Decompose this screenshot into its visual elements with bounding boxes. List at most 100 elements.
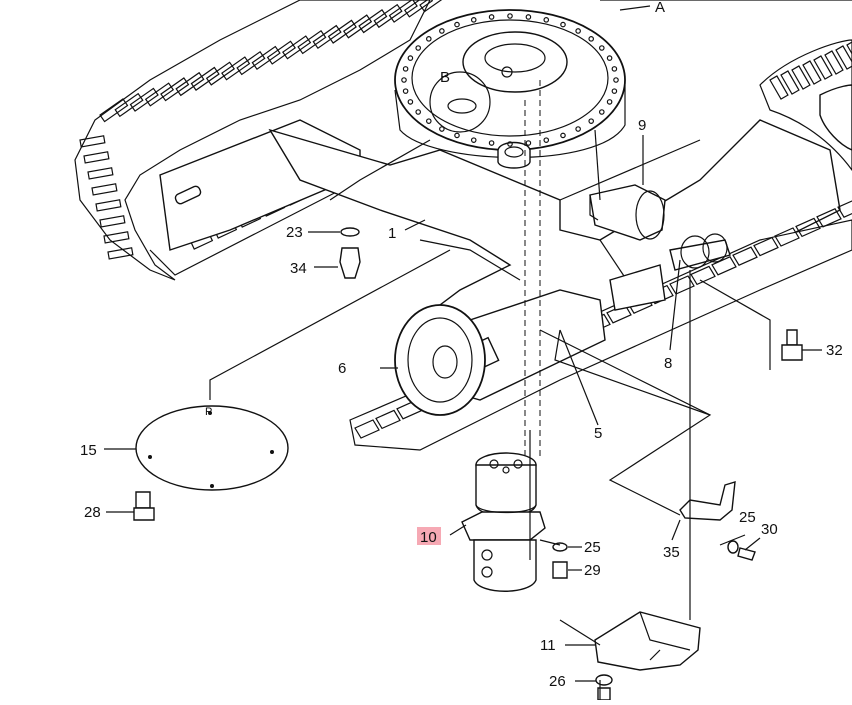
- bolt-hole: [507, 141, 513, 147]
- bolt-hole: [611, 88, 618, 94]
- track-shoe: [107, 247, 134, 260]
- track-shoe: [791, 65, 811, 90]
- label-5: 5: [594, 425, 602, 442]
- track-shoe: [780, 70, 800, 95]
- bolt-hole: [402, 88, 409, 94]
- bolt-hole: [488, 14, 495, 20]
- label-1: 1: [388, 225, 396, 242]
- callout-labels: 1 5 6 8 9 10 11 15 23 25 25 26 28 29 30 …: [80, 117, 843, 690]
- track-shoe: [711, 256, 737, 276]
- bolt-hole: [415, 45, 422, 51]
- cover-mark: P: [205, 406, 212, 418]
- right-track-assembly: [759, 39, 852, 172]
- bolt-hole: [525, 14, 532, 20]
- label-23: 23: [286, 224, 303, 241]
- bolt-hole: [415, 109, 422, 115]
- center-joint: [461, 452, 546, 592]
- label-28: 28: [84, 504, 101, 521]
- track-shoe: [669, 275, 695, 295]
- label-30: 30: [761, 521, 778, 538]
- label-9: 9: [638, 117, 646, 134]
- track-shoe: [99, 98, 129, 123]
- cover-plate: P: [135, 405, 289, 491]
- track-shoe: [774, 227, 800, 247]
- track-shoe: [837, 200, 852, 218]
- bolt-hole: [407, 55, 414, 61]
- bracket-35: [679, 481, 736, 521]
- label-32: 32: [826, 342, 843, 359]
- travel-motor: [589, 184, 666, 241]
- idler-wheel: [394, 304, 486, 416]
- track-shoe: [732, 246, 758, 266]
- bolt-hole: [560, 132, 566, 139]
- bolt-hole: [611, 66, 618, 72]
- bolt-hole: [606, 55, 613, 61]
- bolt-hole: [470, 137, 477, 143]
- track-shoe: [753, 236, 779, 257]
- label-15: 15: [80, 442, 97, 459]
- bolt-hole: [606, 99, 613, 105]
- label-10-highlight: [417, 527, 441, 545]
- label-25-left: 25: [584, 539, 601, 556]
- track-shoe: [690, 265, 716, 286]
- bolt-hole: [454, 21, 460, 28]
- track-shoe: [769, 75, 789, 100]
- track-shoe: [802, 60, 822, 85]
- bolt-hole: [613, 77, 619, 83]
- fasteners: [133, 227, 803, 701]
- label-b: B: [440, 69, 450, 86]
- bolt-hole: [543, 17, 550, 23]
- bolt-hole: [439, 126, 445, 132]
- track-shoe: [91, 183, 118, 196]
- label-6: 6: [338, 360, 346, 377]
- label-29: 29: [584, 562, 601, 579]
- label-26: 26: [549, 673, 566, 690]
- bolt-hole: [488, 140, 495, 146]
- bolt-hole: [560, 21, 566, 28]
- bolt-hole: [575, 28, 581, 34]
- bolt-hole: [439, 28, 445, 34]
- label-25-right: 25: [739, 509, 756, 526]
- bolt-hole: [507, 13, 513, 19]
- bolt-hole: [588, 36, 595, 42]
- label-35: 35: [663, 544, 680, 561]
- track-shoe: [813, 55, 833, 80]
- track-shoe: [83, 151, 110, 164]
- bolt-ring: [401, 13, 619, 147]
- track-shoe: [846, 40, 852, 65]
- bolt-hole: [401, 77, 407, 83]
- label-8: 8: [664, 355, 672, 372]
- bolt-hole: [407, 99, 414, 105]
- bolt-hole: [470, 17, 477, 23]
- track-shoe: [824, 50, 844, 75]
- bolt-hole: [425, 36, 432, 42]
- bolt-hole: [425, 118, 432, 124]
- right-track-shoes: [769, 40, 852, 100]
- swing-bearing: B A: [394, 0, 665, 169]
- track-shoe: [795, 217, 821, 238]
- track-shoe: [95, 199, 122, 212]
- bracket-11: [594, 611, 701, 671]
- track-shoe: [816, 208, 842, 228]
- bolt-hole: [525, 140, 532, 146]
- track-shoe: [835, 45, 852, 70]
- track-shoe: [99, 215, 126, 228]
- track-shoe: [79, 135, 106, 148]
- leader-lines: [104, 0, 852, 700]
- label-34: 34: [290, 260, 307, 277]
- bolt-hole: [575, 126, 581, 132]
- bolt-hole: [588, 118, 595, 124]
- bolt-hole: [543, 137, 550, 143]
- bolt-hole: [402, 66, 409, 72]
- track-shoe: [87, 167, 114, 180]
- track-shoe: [354, 419, 380, 439]
- label-11: 11: [540, 637, 556, 654]
- recoil-spring: [609, 233, 731, 311]
- track-shoe: [103, 231, 130, 244]
- label-10: 10: [420, 529, 437, 546]
- bolt-hole: [454, 132, 460, 139]
- bolt-hole: [598, 109, 605, 115]
- track-shoe: [375, 409, 401, 430]
